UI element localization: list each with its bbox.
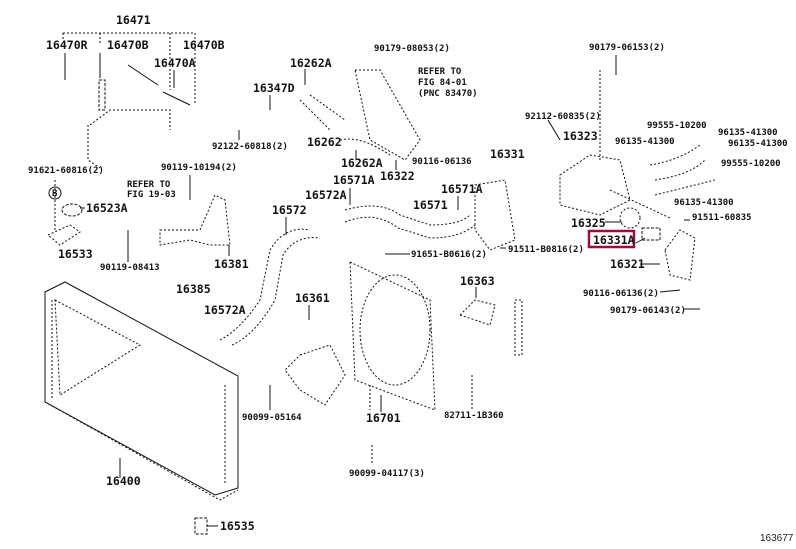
part-label[interactable]: 91651-B0616(2) <box>411 250 487 260</box>
part-label[interactable]: 16361 <box>295 291 330 305</box>
refer-note: REFER TO <box>127 180 171 190</box>
part-label[interactable]: 16571A <box>333 173 375 187</box>
part-label[interactable]: 90099-04117(3) <box>349 469 425 479</box>
part-label[interactable]: 16470R <box>46 38 88 52</box>
part-label[interactable]: 16323 <box>563 129 598 143</box>
part-label[interactable]: 16572 <box>272 203 307 217</box>
figure-number: 163677 <box>760 533 794 544</box>
part-label[interactable]: 91621-60816(2) <box>28 166 104 176</box>
part-label[interactable]: 16363 <box>460 274 495 288</box>
part-label[interactable]: 16321 <box>610 257 645 271</box>
part-label[interactable]: 90119-08413 <box>100 263 160 273</box>
part-label[interactable]: 91511-B0816(2) <box>508 245 584 255</box>
part-label[interactable]: 90099-05164 <box>242 413 302 423</box>
fan-shroud-drawing <box>284 261 523 411</box>
part-label[interactable]: 90116-06136(2) <box>583 289 659 299</box>
part-label[interactable]: 16701 <box>366 411 401 425</box>
part-label[interactable]: 16471 <box>116 13 151 27</box>
part-label-highlighted[interactable]: 16331A <box>593 233 635 247</box>
part-label[interactable]: 96135-41300 <box>728 139 788 149</box>
part-label[interactable]: 16533 <box>58 247 93 261</box>
leader-lines <box>64 53 700 465</box>
hoses-drawing <box>219 69 716 346</box>
refer-note: (PNC 83470) <box>418 89 478 99</box>
part-label[interactable]: 16262A <box>341 156 383 170</box>
part-label[interactable]: 90179-06153(2) <box>589 43 665 53</box>
part-label[interactable]: 92122-60818(2) <box>212 142 288 152</box>
part-label[interactable]: 16535 <box>220 519 255 533</box>
part-label[interactable]: 91511-60835 <box>692 213 752 223</box>
part-label[interactable]: 16331 <box>490 147 525 161</box>
part-label[interactable]: 16262A <box>290 56 332 70</box>
part-label[interactable]: 90179-06143(2) <box>610 306 686 316</box>
part-label[interactable]: 99555-10200 <box>721 159 781 169</box>
part-label[interactable]: 16470B <box>107 38 149 52</box>
part-label[interactable]: 16347D <box>253 81 295 95</box>
part-label[interactable]: 90116-06136 <box>412 157 472 167</box>
part-label[interactable]: 16571A <box>441 182 483 196</box>
radiator-drawing <box>44 281 239 535</box>
refer-note: REFER TO <box>418 67 462 77</box>
refer-note[interactable]: FIG 84-01 <box>418 78 467 88</box>
water-inlet-drawing <box>559 70 696 281</box>
part-label[interactable]: 16572A <box>204 303 246 317</box>
part-label[interactable]: 16571 <box>413 198 448 212</box>
part-label[interactable]: 92112-60835(2) <box>525 112 601 122</box>
part-label[interactable]: 16572A <box>305 188 347 202</box>
part-label[interactable]: 96135-41300 <box>718 128 778 138</box>
part-label[interactable]: 16325 <box>571 216 606 230</box>
part-label[interactable]: 16470B <box>183 38 225 52</box>
part-label[interactable]: 16400 <box>106 474 141 488</box>
part-label[interactable]: 99555-10200 <box>647 121 707 131</box>
part-label[interactable]: 16470A <box>154 56 196 70</box>
part-label[interactable]: 16381 <box>214 257 249 271</box>
part-label[interactable]: 90179-08053(2) <box>374 44 450 54</box>
part-label[interactable]: 96135-41300 <box>674 198 734 208</box>
highlight-box <box>587 229 636 249</box>
reservoir-drawing <box>47 32 231 246</box>
part-label[interactable]: 16262 <box>307 135 342 149</box>
part-label[interactable]: 16523A <box>86 201 128 215</box>
part-label[interactable]: 82711-1B360 <box>444 411 504 421</box>
circle-b-marker: B <box>52 189 58 199</box>
refer-note[interactable]: FIG 19-03 <box>127 190 176 200</box>
part-labels: 16471 16470R 16470B 16470B 16470A 16262A… <box>28 13 794 544</box>
part-label[interactable]: 90119-10194(2) <box>161 163 237 173</box>
part-label[interactable]: 96135-41300 <box>615 137 675 147</box>
part-label[interactable]: 16385 <box>176 282 211 296</box>
part-label[interactable]: 16322 <box>380 169 415 183</box>
